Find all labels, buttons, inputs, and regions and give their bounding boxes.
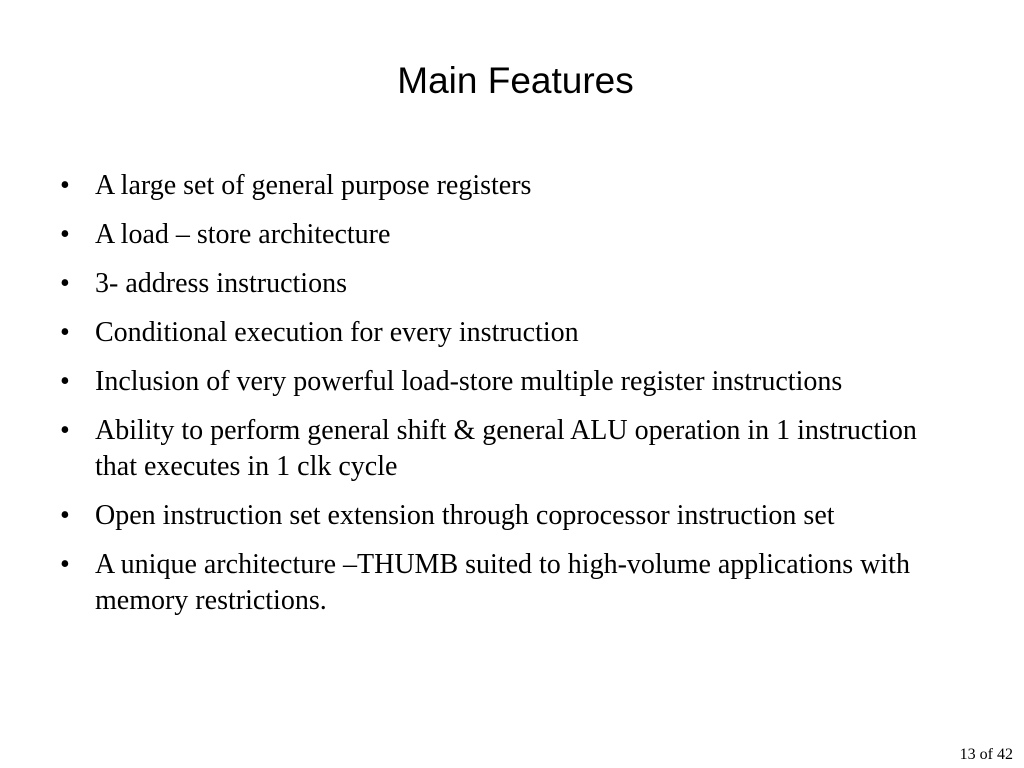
list-item-text: A unique architecture –THUMB suited to h… (95, 549, 910, 616)
bullet-icon: • (60, 549, 70, 580)
bullet-icon: • (60, 317, 70, 348)
list-item: • Inclusion of very powerful load-store … (60, 364, 960, 400)
list-item: • Open instruction set extension through… (60, 498, 960, 534)
list-item-text: Open instruction set extension through c… (95, 500, 835, 531)
bullet-icon: • (60, 415, 70, 446)
list-item-text: 3- address instructions (95, 268, 347, 299)
feature-list: • A large set of general purpose registe… (60, 168, 960, 632)
list-item: • A large set of general purpose registe… (60, 168, 960, 204)
bullet-icon: • (60, 500, 70, 531)
bullet-icon: • (60, 366, 70, 397)
list-item-text: Ability to perform general shift & gener… (95, 415, 917, 482)
list-item-text: A large set of general purpose registers (95, 170, 532, 201)
list-item: • Ability to perform general shift & gen… (60, 413, 960, 485)
bullet-icon: • (60, 170, 70, 201)
list-item: • 3- address instructions (60, 266, 960, 302)
slide-title: Main Features (397, 60, 634, 101)
list-item-text: Inclusion of very powerful load-store mu… (95, 366, 843, 397)
list-item: • A unique architecture –THUMB suited to… (60, 547, 960, 619)
list-item-text: Conditional execution for every instruct… (95, 317, 579, 348)
page-number: 13 of 42 (959, 746, 1013, 763)
bullet-icon: • (60, 219, 70, 250)
list-item: • Conditional execution for every instru… (60, 315, 960, 351)
list-item: • A load – store architecture (60, 217, 960, 253)
bullet-icon: • (60, 268, 70, 299)
list-item-text: A load – store architecture (95, 219, 391, 250)
